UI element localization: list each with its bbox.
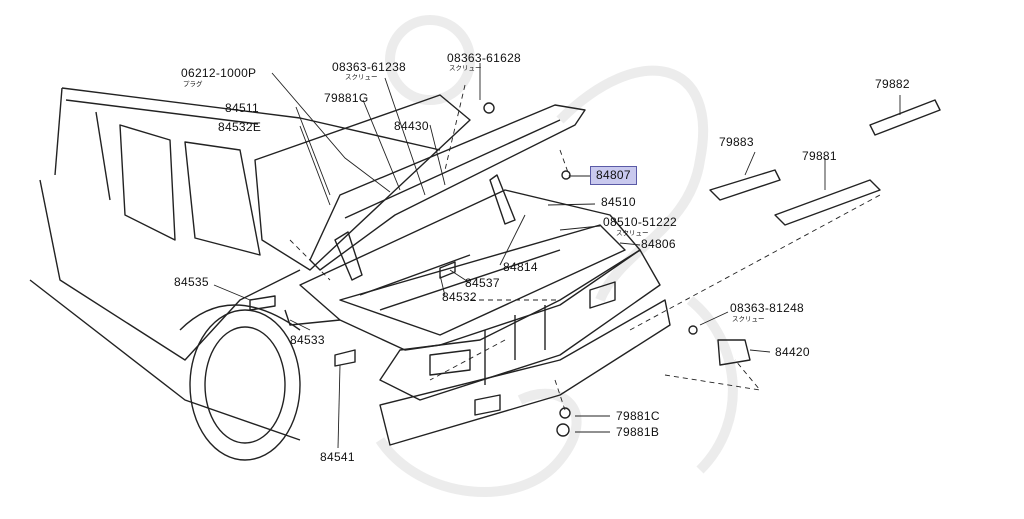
watermark-emblem [375,15,738,498]
car-rear-drawing [29,87,941,461]
part-code-84541: 84541 [320,450,355,464]
part-code-08363-61238: 08363-61238 [332,60,407,74]
part-code-84535: 84535 [174,275,209,289]
part-code-79881b: 79881B [616,425,660,439]
part-code-84537: 84537 [465,276,500,290]
part-code-84814: 84814 [503,260,538,274]
part-code-84807-highlighted[interactable]: 84807 [590,166,637,185]
part-code-08363-61628: 08363-61628 [447,51,522,65]
part-code-84420: 84420 [775,345,810,359]
dashed-guides [289,84,881,411]
part-code-79881: 79881 [802,149,837,163]
part-code-84532: 84532 [442,290,477,304]
part-code-08510-51222: 08510-51222 [603,215,678,229]
part-note-08363-81248: スクリュー [732,315,765,323]
part-code-84532e: 84532E [218,120,262,134]
part-code-84430: 84430 [394,119,429,133]
part-note-08363-61238: スクリュー [345,73,378,81]
part-code-84510: 84510 [601,195,636,209]
part-code-08363-81248: 08363-81248 [730,301,805,315]
part-code-84511: 84511 [225,101,259,115]
part-code-79881c: 79881C [616,409,660,423]
part-code-79881g: 79881G [324,91,369,105]
part-code-84806: 84806 [641,237,676,251]
part-note-08510-51222: スクリュー [616,229,649,237]
part-note-08363-61628: スクリュー [449,64,482,72]
part-note-06212-1000p: プラグ [183,80,203,88]
part-code-79883: 79883 [719,135,754,149]
leader-lines [213,63,901,449]
part-code-06212-1000p: 06212-1000P [181,66,257,80]
part-code-79882: 79882 [875,77,910,91]
part-code-84533: 84533 [290,333,325,347]
